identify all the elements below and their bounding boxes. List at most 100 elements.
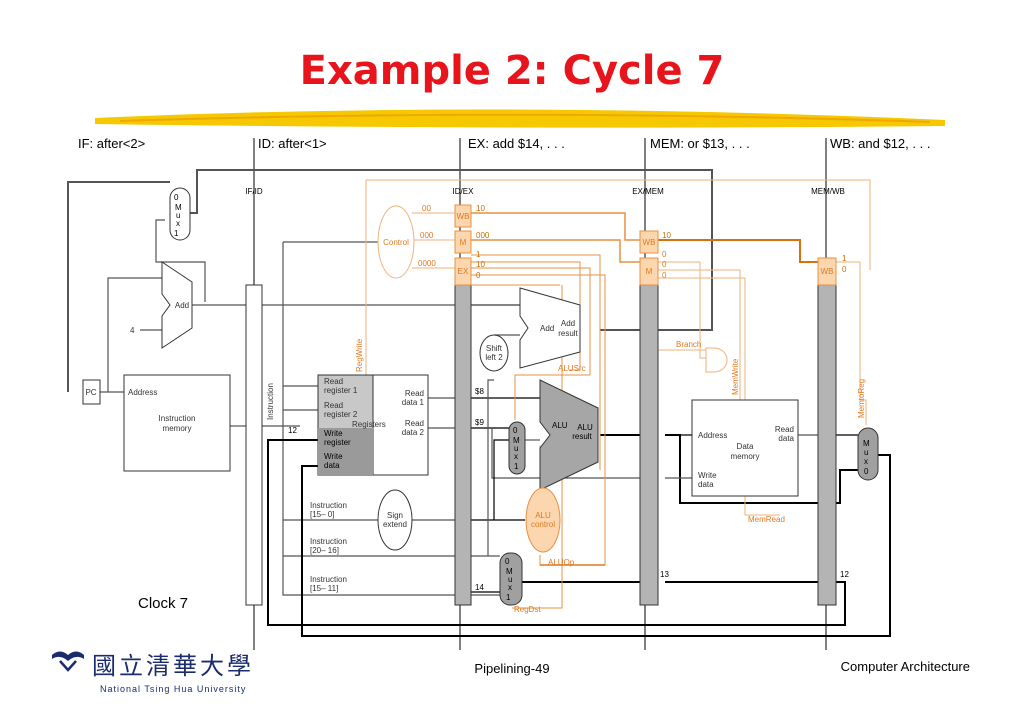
alu-mux-u: u [514,444,518,453]
idex-wb-field: WB [457,212,470,221]
slide-title: Example 2: Cycle 7 [300,48,725,94]
reg-read-reg1-b: register 1 [324,386,358,395]
alu-mux-m: M [513,436,520,445]
instr-20-16-b: [20– 16] [310,546,339,555]
title-underline [95,109,945,128]
dmem-write-data-2: data [698,480,714,489]
write-reg-value-12: 12 [288,426,297,435]
reg-read-data2-a: Read [405,419,424,428]
alu-result-label-2: result [572,432,592,441]
sign-extend-label-2: extend [383,520,407,529]
wb-mux-x: x [864,457,868,466]
data-memory [691,399,799,497]
branch-signal: Branch [676,340,701,349]
dmem-label-1: Data [737,442,754,451]
branch-adder-result-1: Add [561,319,575,328]
dst-mux-x: x [508,583,512,592]
datapath-wires [67,169,891,637]
footer-page-label: Pipelining-49 [474,661,549,676]
pipe-label-idex: ID/EX [453,187,475,196]
branch-adder-result-2: result [558,329,578,338]
read-reg-value-9: $9 [475,418,484,427]
exmem-m-value-3: 0 [662,271,667,280]
reg-read-reg1-a: Read [324,377,343,386]
pipe-label-exmem: EX/MEM [632,187,664,196]
footer-course-label: Computer Architecture [841,659,970,674]
imem-label-1: Instruction [159,414,196,423]
ctl-ex-value: 0000 [418,259,436,268]
pc-adder [161,261,193,349]
stage-if-label: IF: after<2> [78,136,145,151]
alu-unit [539,379,599,491]
instr-15-11-b: [15– 11] [310,584,338,593]
logo-english-name: National Tsing Hua University [100,684,246,694]
dest-reg-value-14: 14 [475,583,484,592]
pipeline-register-bars [245,284,837,606]
dst-mux-u: u [508,575,512,584]
dst-mux-m: M [506,567,513,576]
reg-read-data2-b: data 2 [402,428,425,437]
instr-15-11-a: Instruction [310,575,347,584]
ctl-m-value: 000 [420,231,434,240]
control-unit-label: Control [383,238,409,247]
idex-m-value: 000 [476,231,490,240]
logo-chinese-name: 國立清華大學 [92,652,254,680]
branch-adder-label: Add [540,324,554,333]
regdst-mux: 0 M u x 1 [499,552,523,606]
alu-mux-x: x [514,452,518,461]
reg-read-reg2-b: register 2 [324,410,358,419]
dst-mux-input-1: 1 [506,593,511,602]
sign-extend-unit [377,489,413,551]
dmem-address-label: Address [698,431,727,440]
idex-ex-value-2: 10 [476,260,485,269]
shift-label-1: Shift [486,344,503,353]
dest-reg-value-12: 12 [840,570,849,579]
memwb-value-0: 0 [842,265,847,274]
read-reg-value-8: $8 [475,387,484,396]
branch-adder [519,287,581,369]
pc-register [82,379,101,405]
wb-mux-input-0: 0 [864,467,869,476]
branch-and-gate [705,347,728,373]
dmem-read-data-2: data [778,434,794,443]
instruction-memory [123,374,231,472]
pipe-label-memwb: MEM/WB [811,187,845,196]
regdst-signal: RegDst [514,605,541,614]
alu-control-unit [525,487,561,553]
alu-label: ALU [552,421,568,430]
idex-ex-value-1: 1 [476,250,481,259]
exmem-wb-value: 10 [662,231,671,240]
idex-ex-value-3: 0 [476,271,481,280]
stage-ex-label: EX: add $14, . . . [468,136,565,151]
pc-mux-x: x [176,219,180,228]
dest-reg-value-13: 13 [660,570,669,579]
alu-mux-input-0: 0 [513,426,518,435]
memtoreg-mux: M u x 0 [857,427,879,481]
reg-write-reg-b: register [324,438,351,447]
reg-read-data1-a: Read [405,389,424,398]
memwb-wb-field: WB [821,267,834,276]
dmem-write-data-1: Write [698,471,717,480]
dmem-label-2: memory [731,452,760,461]
reg-read-data1-b: data 1 [402,398,425,407]
stage-wb-label: WB: and $12, . . . [830,136,930,151]
idex-wb-value: 10 [476,204,485,213]
idex-ex-field: EX [458,267,469,276]
memwrite-signal: MemWrite [731,358,740,395]
alusrc-signal: ALUSrc [558,364,586,373]
pc-src-mux: 0 M u x 1 [169,187,191,241]
exmem-m-value-2: 0 [662,260,667,269]
pc-label: PC [85,388,96,397]
exmem-m-value-1: 0 [662,250,667,259]
pc-adder-label: Add [175,301,189,310]
pc-increment-constant: 4 [130,326,135,335]
stage-id-label: ID: after<1> [258,136,327,151]
registers-label: Registers [352,420,386,429]
reg-write-data-b: data [324,461,340,470]
dmem-read-data-1: Read [775,425,794,434]
idex-m-field: M [460,238,467,247]
ifid-instruction-label: Instruction [266,383,275,420]
alu-control-label-2: control [531,520,555,529]
pc-mux-u: u [176,211,180,220]
